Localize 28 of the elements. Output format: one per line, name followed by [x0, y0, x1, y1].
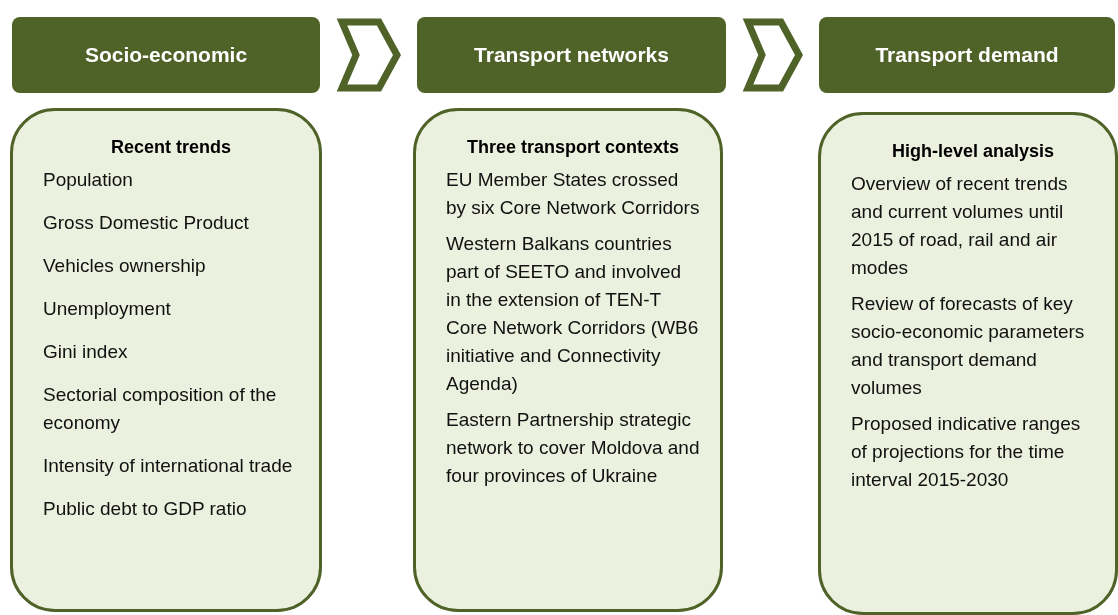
- panel-heading: Recent trends: [109, 137, 232, 158]
- chevron-arrow: [742, 18, 803, 92]
- chevron-arrow: [336, 18, 401, 92]
- list-item: Overview of recent trends and current volumes until 2015 of road, rail and air modes: [851, 172, 1069, 280]
- stage-title: Socio-economic: [84, 43, 248, 67]
- list-item: Unemployment: [43, 297, 172, 321]
- list-item: Western Balkans countries part of SEETO and involved in the extension of TEN-T Core Network Corridors (WB6 initiative and Connectivity Agenda): [446, 232, 700, 396]
- list-item: Public debt to GDP ratio: [43, 497, 248, 521]
- panel-heading: High-level analysis: [890, 141, 1056, 162]
- list-item: EU Member States crossed by six Core Network Corridors: [446, 168, 700, 220]
- content-panel: [10, 108, 322, 612]
- list-item: Intensity of international trade: [43, 454, 294, 478]
- list-item: Vehicles ownership: [43, 254, 207, 278]
- content-panel: [413, 108, 723, 612]
- list-item: Review of forecasts of key socio-economic parameters and transport demand volumes: [851, 292, 1086, 400]
- list-item: Gini index: [43, 340, 129, 364]
- stage-header-box: [12, 17, 320, 93]
- list-item: Sectorial composition of the economy: [43, 383, 278, 435]
- panel-heading: Three transport contexts: [465, 137, 680, 158]
- content-panel: [818, 112, 1118, 615]
- stage-header-box: [819, 17, 1115, 93]
- stage-header-box: [417, 17, 726, 93]
- list-item: Proposed indicative ranges of projections for the time interval 2015-2030: [851, 412, 1082, 492]
- stage-title: Transport networks: [474, 43, 669, 67]
- stage-title: Transport demand: [875, 43, 1059, 67]
- list-item: Eastern Partnership strategic network to cover Moldova and four provinces of Ukraine: [446, 408, 700, 488]
- list-item: Population: [43, 168, 134, 192]
- list-item: Gross Domestic Product: [43, 211, 250, 235]
